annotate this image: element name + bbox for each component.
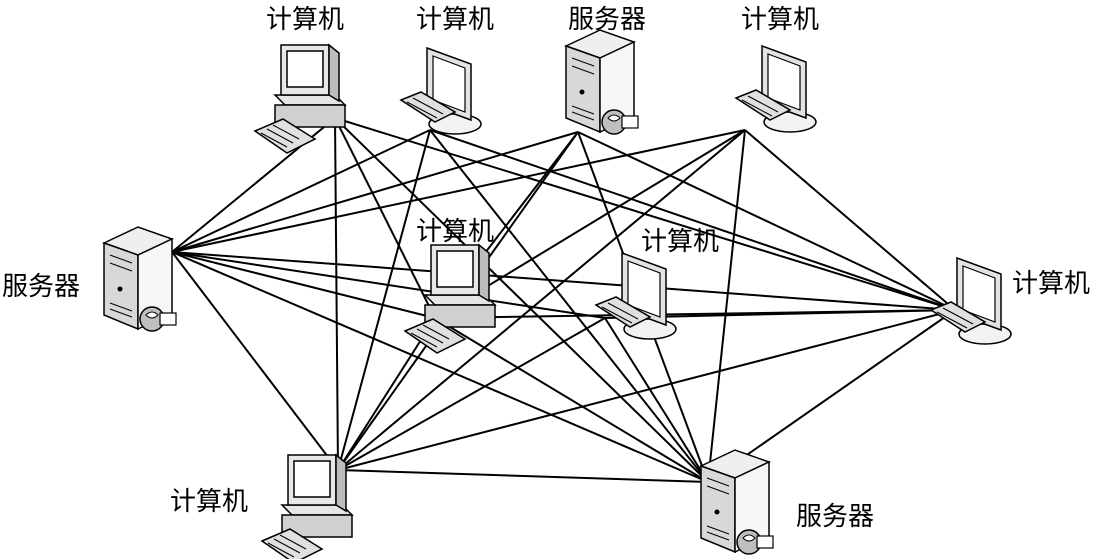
node-pc-center: 计算机 [404,217,496,354]
link-pc-right-pc-bottom [337,309,956,471]
node-pc-bottom: 计算机 [170,454,353,559]
link-pc-top-1-pc-center [334,117,436,319]
node-label: 服务器 [568,5,646,35]
node-pc-top-2: 计算机 [400,5,494,135]
link-pc-top-1-pc-bottom [334,117,339,471]
node-server-bottom: 服务器 [700,449,874,555]
node-label: 计算机 [741,5,819,35]
link-pc-center-server-bottom [434,317,709,483]
node-pc-top-1: 计算机 [254,5,346,154]
node-label: 计算机 [266,5,344,35]
link-pc-center-pc-bottom [337,317,436,471]
link-pc-top-1-server-bottom [334,117,709,483]
computer-icon [735,45,817,133]
link-server-left-pc-top-3 [171,129,746,253]
computer-icon [400,47,482,135]
link-pc-top-2-pc-right [429,129,956,311]
node-label: 计算机 [1012,269,1090,299]
computer-icon [404,244,496,354]
link-server-top-pc-right [577,131,956,311]
computer-icon [595,252,677,340]
node-label: 服务器 [2,272,80,302]
node-label: 计算机 [170,487,248,517]
link-pc-top-2-server-bottom [429,129,709,483]
node-label: 服务器 [796,502,874,532]
link-pc-top-3-pc-bottom [337,129,746,471]
link-pc-mid-right-server-bottom [604,317,709,483]
link-server-left-server-top [171,131,579,253]
server-icon [565,29,639,135]
link-pc-top-3-pc-right [744,129,956,311]
node-label: 计算机 [416,5,494,35]
computer-icon [261,454,353,559]
link-pc-right-server-bottom [707,309,956,483]
node-pc-right: 计算机 [930,257,1090,345]
link-pc-top-3-server-bottom [707,129,746,483]
link-pc-mid-right-pc-bottom [337,317,606,471]
link-server-left-pc-bottom [171,251,339,471]
link-pc-bottom-server-bottom [337,469,709,483]
nodes-layer: 计算机计算机服务器计算机服务器计算机计算机计算机计算机服务器 [2,5,1090,559]
link-pc-top-2-pc-bottom [337,129,431,471]
node-pc-top-3: 计算机 [735,5,819,133]
link-server-left-pc-center [171,251,436,319]
computer-icon [254,44,346,154]
links-layer [171,117,956,483]
node-label: 计算机 [641,227,719,257]
link-server-left-server-bottom [171,251,709,483]
node-server-top: 服务器 [565,5,646,135]
node-server-left: 服务器 [2,226,177,332]
node-pc-mid-right: 计算机 [595,227,719,340]
node-label: 计算机 [416,217,494,247]
server-icon [103,226,177,332]
link-server-left-pc-top-2 [171,129,431,253]
server-icon [700,449,774,555]
